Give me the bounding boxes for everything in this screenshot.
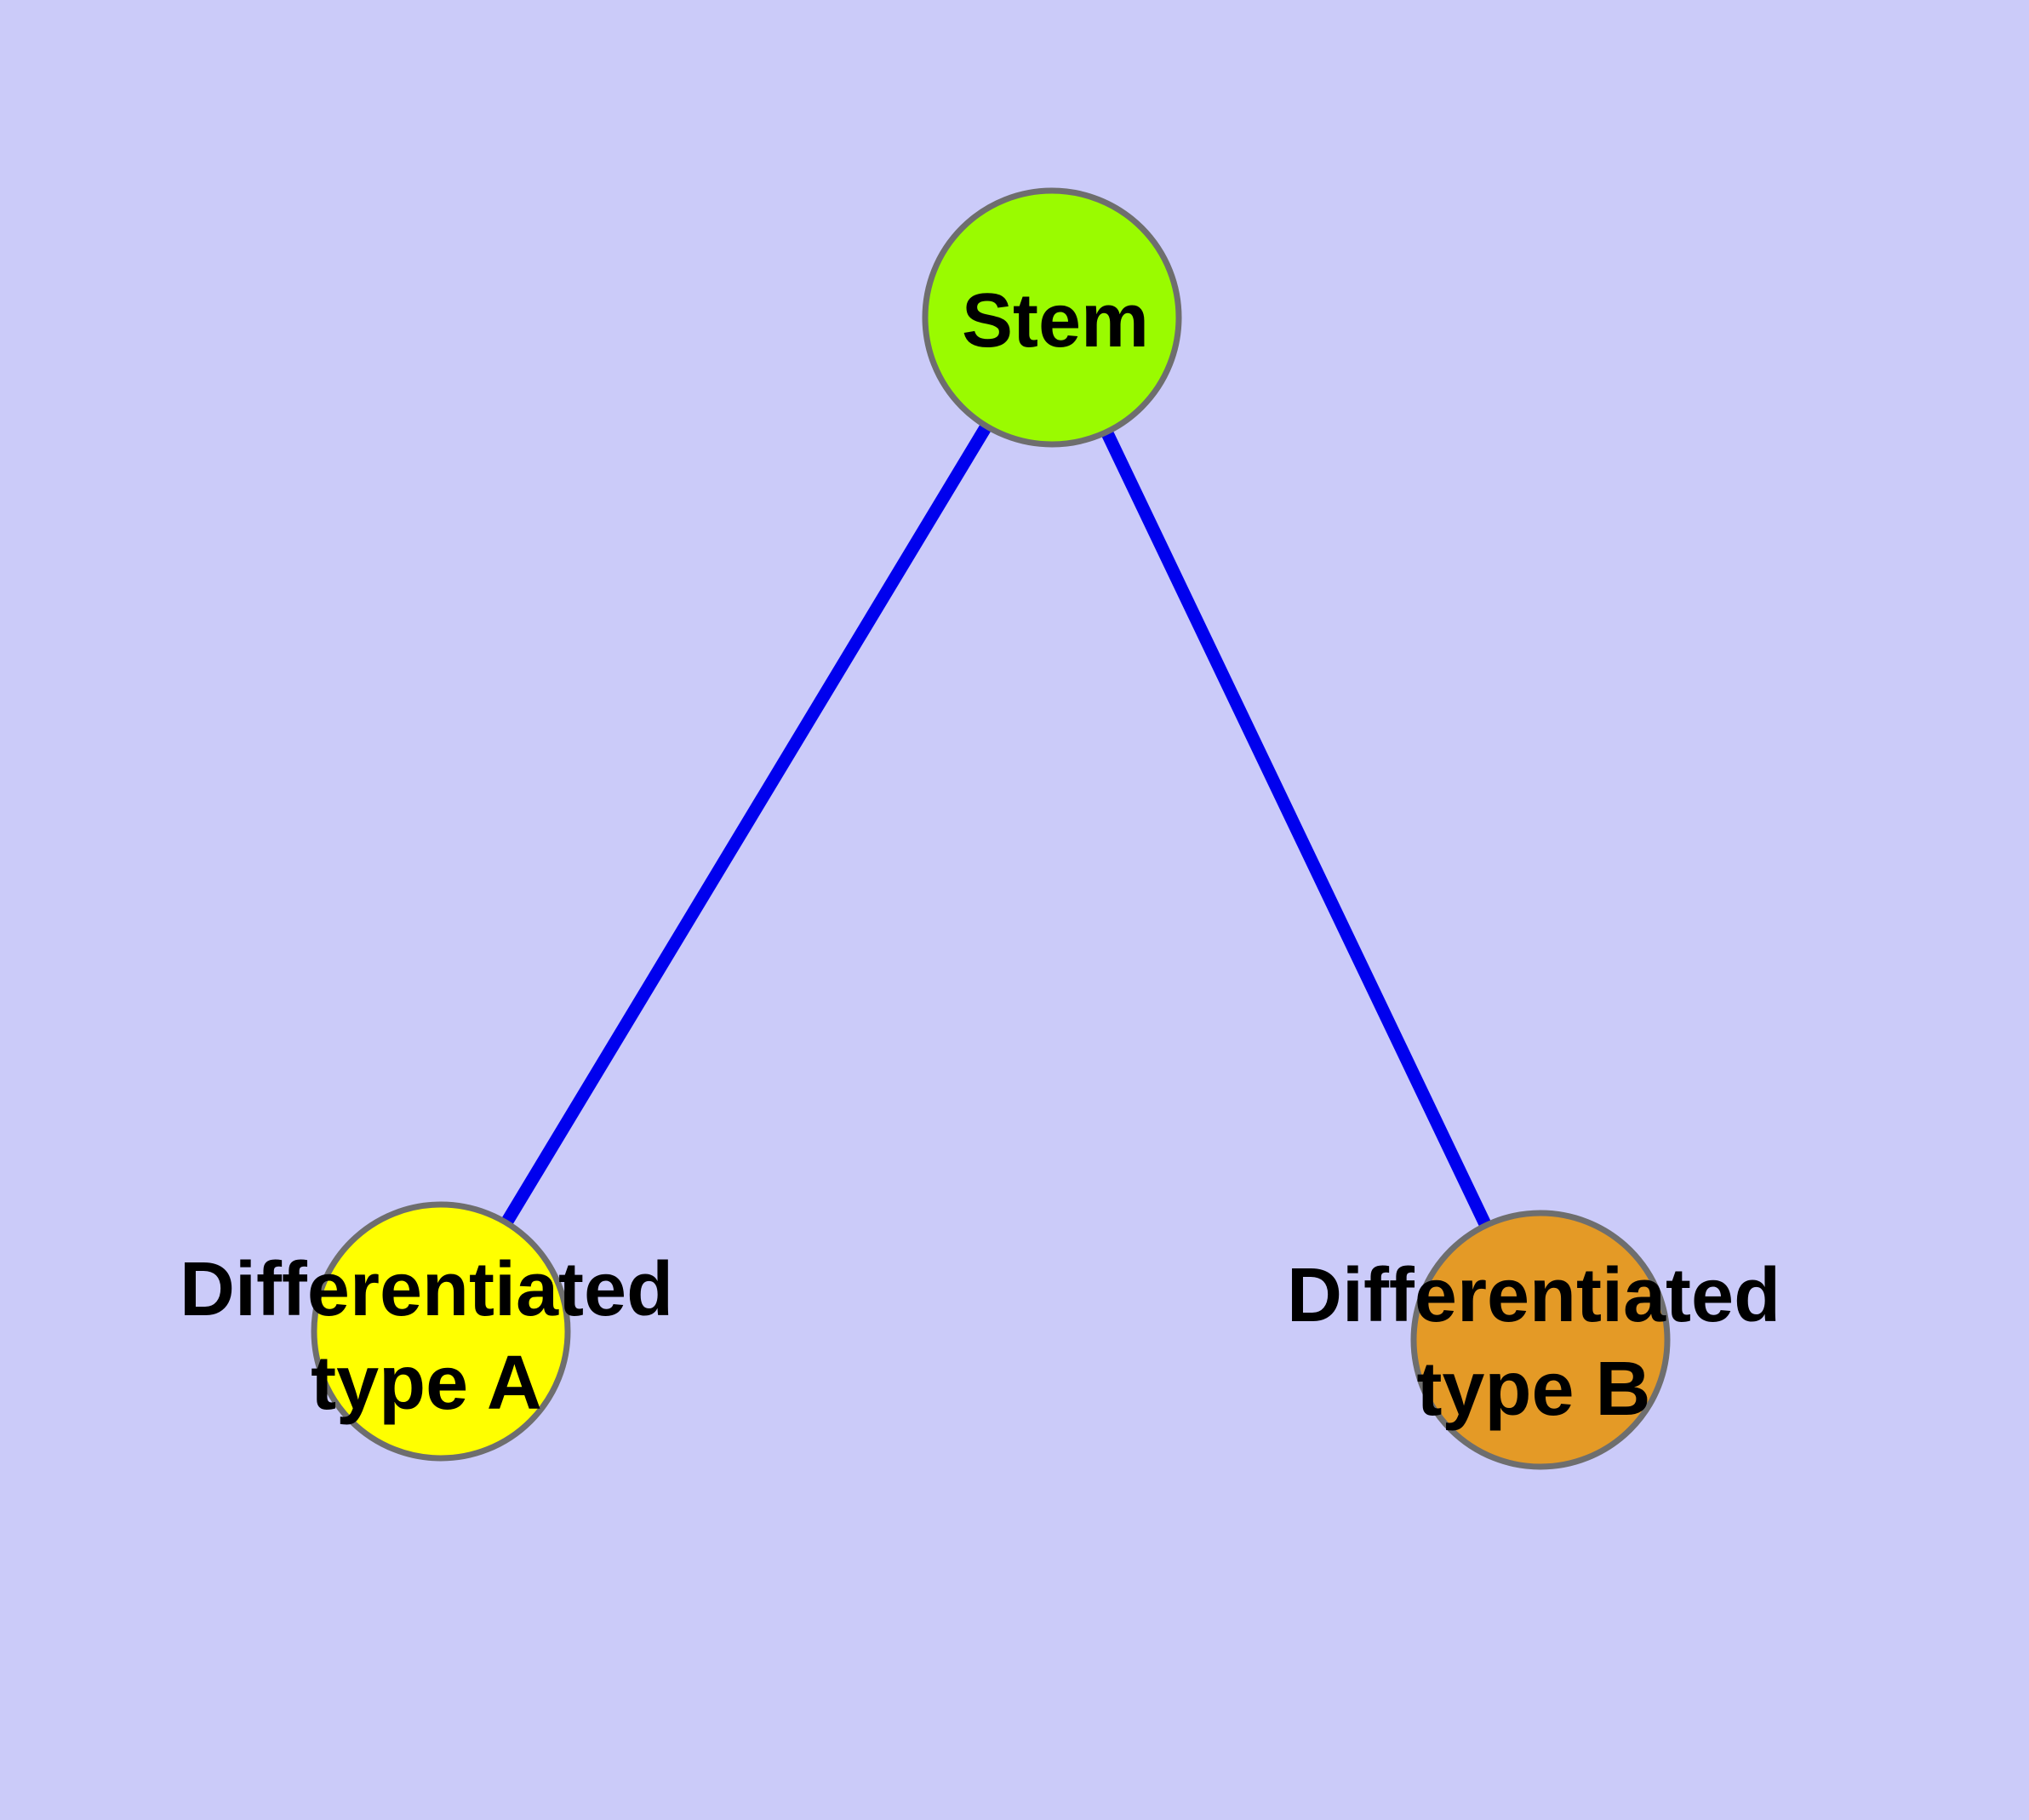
- edge-stem-to-type-a: [435, 314, 1058, 1335]
- node-stem-circle: [922, 187, 1182, 448]
- node-type-a-label-line2: type A: [311, 1341, 542, 1426]
- node-type-b-label: Differentiated type B: [1287, 1249, 1780, 1436]
- edge-stem-to-type-b: [1046, 314, 1546, 1343]
- node-type-a-circle: [311, 1201, 571, 1462]
- node-type-b-label-line2: type B: [1416, 1347, 1651, 1432]
- node-stem-label: Stem: [961, 278, 1150, 363]
- node-type-b-label-line1: Differentiated: [1286, 1253, 1781, 1338]
- node-type-b-circle: [1410, 1210, 1671, 1470]
- node-type-a-label: Differentiated type A: [180, 1243, 673, 1430]
- node-type-a-label-line1: Differentiated: [179, 1247, 674, 1332]
